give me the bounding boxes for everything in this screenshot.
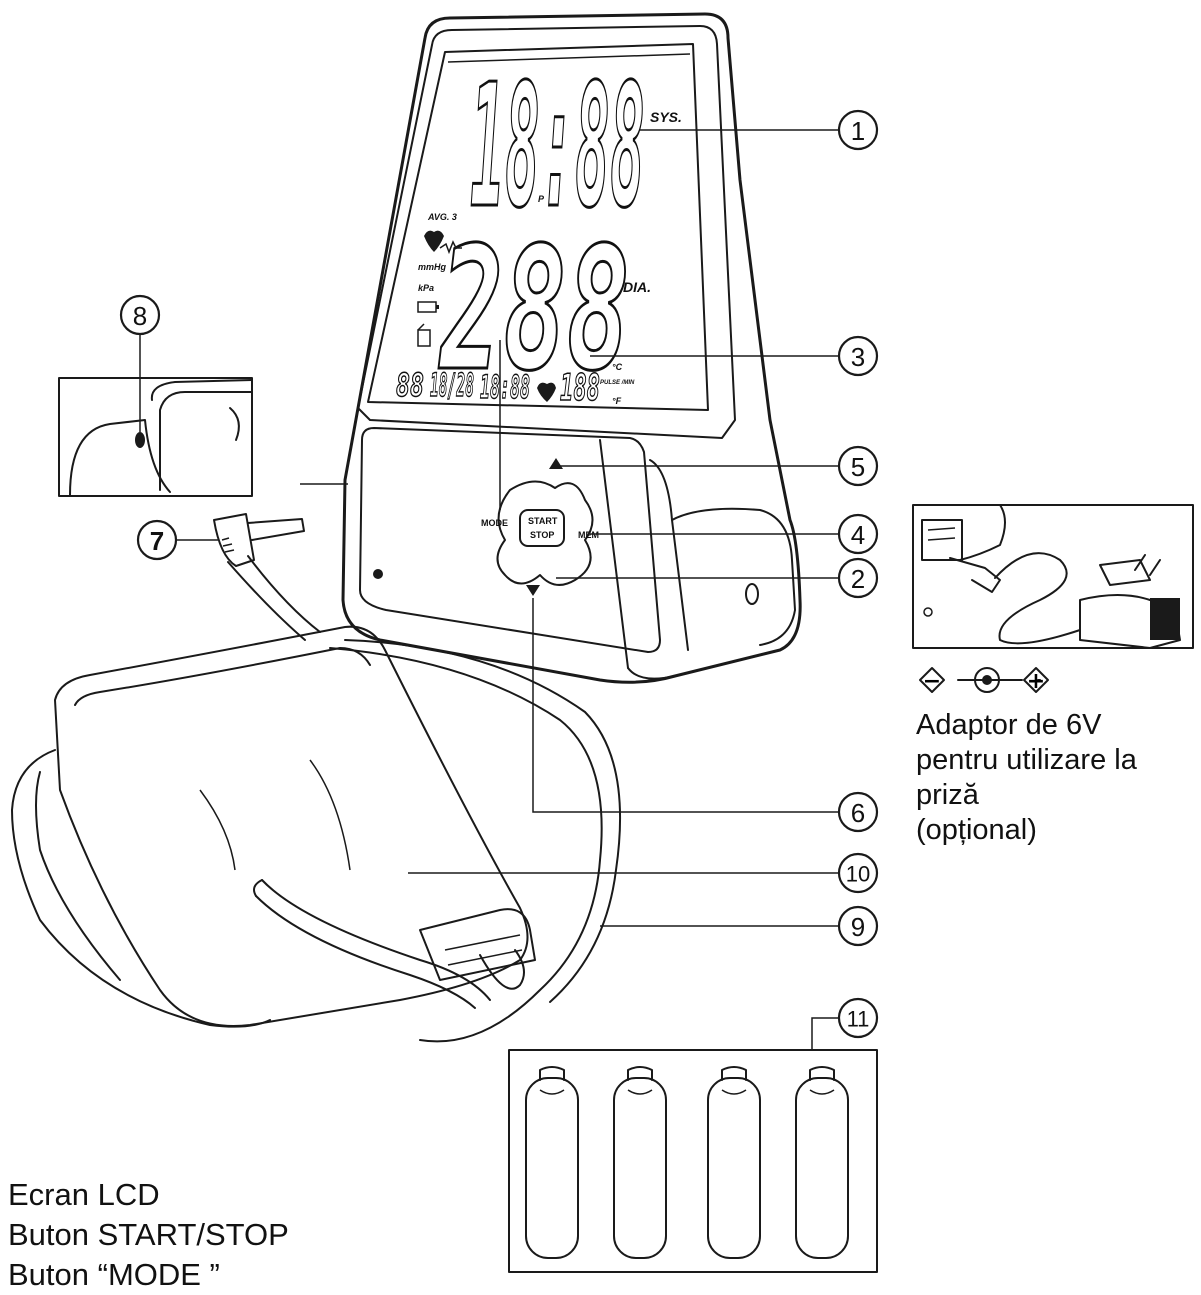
lcd-avg-label: AVG. 3 <box>427 212 457 222</box>
svg-text:11: 11 <box>847 1007 870 1032</box>
lcd-sys-label: SYS. <box>650 109 682 125</box>
svg-text:6: 6 <box>851 798 865 828</box>
callout-4: 4 <box>837 513 879 555</box>
legend-item: Ecran LCD <box>8 1177 160 1212</box>
lcd-bottom-1: 88 <box>396 366 424 404</box>
hose-connector <box>213 483 348 641</box>
up-arrow-icon <box>549 458 563 469</box>
mem-label: MEM <box>578 530 599 540</box>
lcd-top-digits: 18:88 <box>470 48 645 246</box>
lcd-mid-digits: 288 <box>438 211 630 409</box>
battery-cell <box>795 1066 849 1259</box>
battery-cell <box>525 1066 579 1259</box>
lcd-fahrenheit-label: °F <box>612 396 622 406</box>
callout-6: 6 <box>837 791 879 833</box>
adapter-caption-line: priză <box>916 779 979 811</box>
mode-label: MODE <box>481 518 508 528</box>
lcd-bottom-2: 18/28 <box>430 366 474 404</box>
svg-text:3: 3 <box>851 342 865 372</box>
callout-2: 2 <box>837 557 879 599</box>
lcd-p-label: P <box>538 194 545 204</box>
start-stop-button[interactable] <box>519 509 565 547</box>
battery-icon <box>417 301 439 313</box>
callout-10: 10 <box>837 852 879 894</box>
battery-cell <box>707 1066 761 1259</box>
adapter-caption-line: (opțional) <box>916 814 1037 846</box>
lcd-mmhg-label: mmHg <box>418 262 447 272</box>
memory-icon <box>417 323 431 347</box>
arm-cuff <box>11 625 621 1043</box>
callout-8: 8 <box>119 294 161 336</box>
adapter-caption-line: Adaptor de 6V <box>916 709 1102 741</box>
lcd-dia-label: DIA. <box>623 279 651 295</box>
lcd-celsius-label: °C <box>612 362 623 372</box>
lcd-display: 18:88 288 SYS. DIA. P AVG. 3 mmHg kPa °C… <box>395 47 682 411</box>
stop-label: STOP <box>530 530 554 540</box>
pulse-heart-icon <box>537 382 556 402</box>
callout-7: 7 <box>136 519 178 561</box>
battery-cell <box>613 1066 667 1259</box>
svg-text:2: 2 <box>851 564 865 594</box>
polarity-plus: + <box>1027 669 1045 694</box>
control-buttons: START STOP MODE MEM <box>481 458 599 596</box>
callout-1: 1 <box>837 109 879 151</box>
callout-3: 3 <box>837 335 879 377</box>
callout-9: 9 <box>837 905 879 947</box>
callout-5: 5 <box>837 445 879 487</box>
parts-legend: Ecran LCD Buton START/STOP Buton “MODE ” <box>8 1175 289 1295</box>
callout-11: 11 <box>837 997 879 1039</box>
svg-text:7: 7 <box>150 526 164 556</box>
battery-pack <box>508 1049 878 1273</box>
start-label: START <box>528 516 558 526</box>
svg-text:5: 5 <box>851 452 865 482</box>
lcd-kpa-label: kPa <box>418 283 434 293</box>
svg-text:1: 1 <box>851 116 865 146</box>
svg-text:8: 8 <box>133 301 147 331</box>
adapter-caption: Adaptor de 6V pentru utilizare la priză … <box>916 708 1196 848</box>
irregular-heartbeat-icon <box>424 230 462 255</box>
legend-item: Buton “MODE ” <box>8 1257 220 1292</box>
leader-lines <box>176 129 838 1050</box>
svg-text:4: 4 <box>851 520 865 550</box>
svg-text:9: 9 <box>851 912 865 942</box>
polarity-minus: − <box>923 669 941 694</box>
monitor-unit <box>341 12 802 684</box>
polarity-symbol: − ● + <box>919 667 1049 694</box>
adapter-caption-line: pentru utilizare la <box>916 744 1137 776</box>
lcd-bottom-3: 18:88 <box>480 368 530 406</box>
lcd-pulse-label: PULSE /MIN <box>600 380 635 386</box>
lcd-bottom-4: 188 <box>560 368 600 409</box>
adapter-inset <box>912 504 1194 649</box>
svg-text:10: 10 <box>846 862 870 887</box>
legend-item: Buton START/STOP <box>8 1217 289 1252</box>
inset-side-socket <box>58 334 253 497</box>
down-arrow-icon <box>526 585 540 596</box>
